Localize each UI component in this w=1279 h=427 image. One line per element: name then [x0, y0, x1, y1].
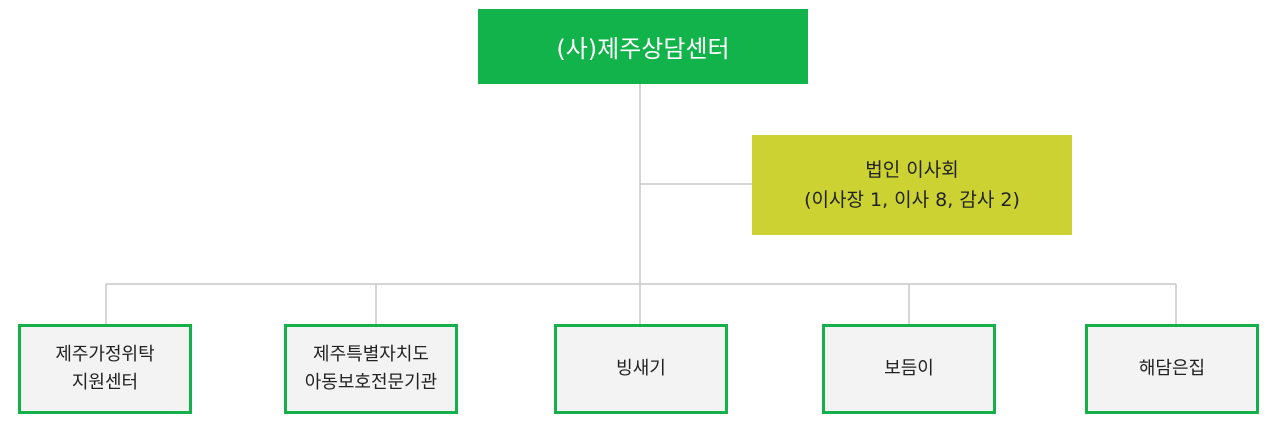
child-node-bingsaegi: 빙새기	[554, 324, 728, 414]
child-node-foster-care-center: 제주가정위탁 지원센터	[18, 324, 192, 414]
child-node-child-protection-agency: 제주특별자치도 아동보호전문기관	[284, 324, 458, 414]
child-node-bodeumi: 보듬이	[822, 324, 996, 414]
child-node-haedameunjip: 해담은집	[1085, 324, 1259, 414]
org-root-node: (사)제주상담센터	[478, 9, 808, 84]
board-node: 법인 이사회 (이사장 1, 이사 8, 감사 2)	[752, 135, 1072, 235]
